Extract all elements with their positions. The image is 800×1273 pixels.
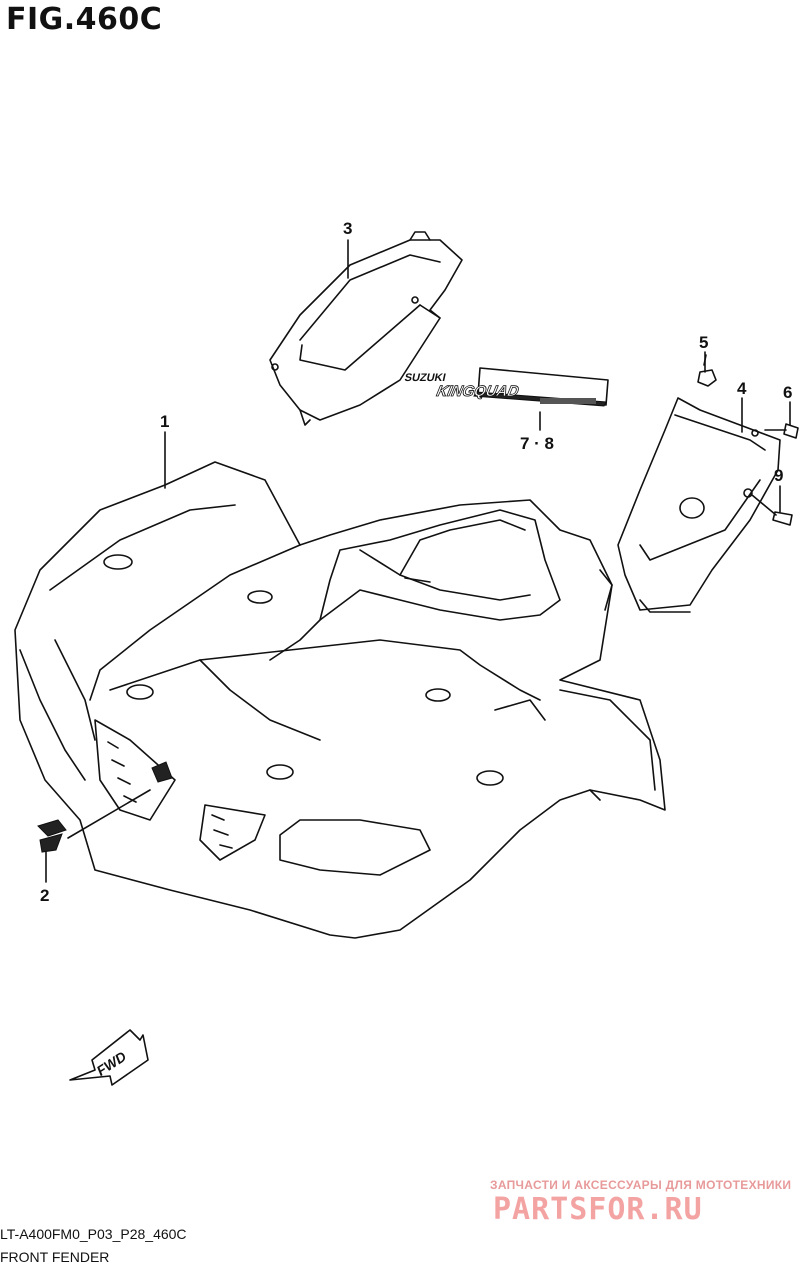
watermark-tagline: ЗАПЧАСТИ И АКСЕССУАРЫ ДЛЯ МОТОТЕХНИКИ — [490, 1178, 792, 1192]
figure-title: FIG.460C — [6, 2, 163, 37]
callout-1: 1 — [160, 412, 169, 431]
part-7-8-decal[interactable]: SUZUKI KINGQUAD — [403, 367, 609, 407]
fwd-arrow: FWD — [69, 1029, 149, 1086]
part-9-bolt[interactable] — [751, 494, 793, 526]
leader-lines — [45, 239, 791, 883]
callout-9: 9 — [774, 466, 783, 485]
callout-7-8: 7 · 8 — [520, 434, 554, 453]
part-1-front-fender[interactable] — [14, 461, 666, 939]
part-6-bolt[interactable] — [764, 423, 799, 439]
part-2-emblem[interactable] — [37, 761, 173, 853]
callout-2: 2 — [40, 886, 49, 905]
decal-brand: SUZUKI — [403, 372, 446, 384]
part-4-side-panel[interactable] — [617, 397, 781, 613]
figure-caption: FRONT FENDER — [0, 1249, 110, 1265]
part-5-clip[interactable] — [697, 354, 717, 387]
callout-5: 5 — [699, 333, 708, 352]
callout-3: 3 — [343, 219, 352, 238]
figure-code: LT-A400FM0_P03_P28_460C — [0, 1226, 187, 1242]
watermark-logo: PARTSFOR.RU — [493, 1192, 703, 1227]
callout-6: 6 — [783, 383, 792, 402]
decal-model: KINGQUAD — [435, 383, 520, 400]
callout-4: 4 — [737, 379, 747, 398]
part-3-side-cover[interactable] — [269, 231, 463, 426]
